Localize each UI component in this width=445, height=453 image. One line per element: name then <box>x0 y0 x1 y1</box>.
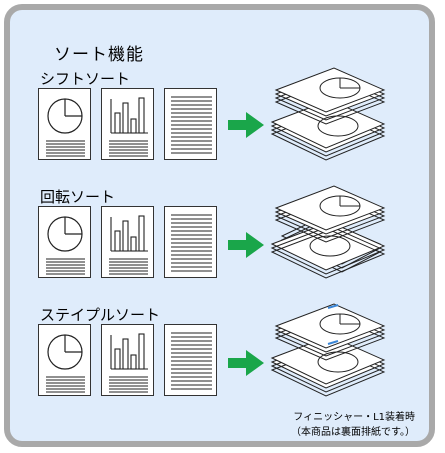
bar-chart-page-icon <box>101 206 154 278</box>
footnote-line-2: （本商品は裏面排紙です。） <box>291 427 415 438</box>
staple-sorted-stack-icon <box>270 303 386 397</box>
staple-icon <box>327 304 339 345</box>
text-page-icon <box>164 88 217 160</box>
footnote-line-1: フィニッシャー・L1装着時 <box>293 412 415 423</box>
bar-chart-page-icon <box>101 324 154 396</box>
panel-title: ソート機能 <box>54 45 144 65</box>
section-label-rotation-sort: 回転ソート <box>40 188 116 206</box>
green-arrow-icon <box>228 232 264 258</box>
green-arrow-icon <box>228 350 264 376</box>
pie-chart-page-icon <box>38 88 91 160</box>
section-label-shift-sort: シフトソート <box>40 70 131 88</box>
rotation-sorted-stack-icon <box>270 185 386 279</box>
text-page-icon <box>164 324 217 396</box>
text-page-icon <box>164 206 217 278</box>
pie-chart-page-icon <box>38 206 91 278</box>
pie-chart-page-icon <box>38 324 91 396</box>
green-arrow-icon <box>228 112 264 138</box>
shift-sorted-stack-icon <box>270 67 386 161</box>
sort-function-panel: ソート機能 シフトソート <box>4 4 435 447</box>
bar-chart-page-icon <box>101 88 154 160</box>
section-label-staple-sort: ステイプルソート <box>40 306 161 324</box>
